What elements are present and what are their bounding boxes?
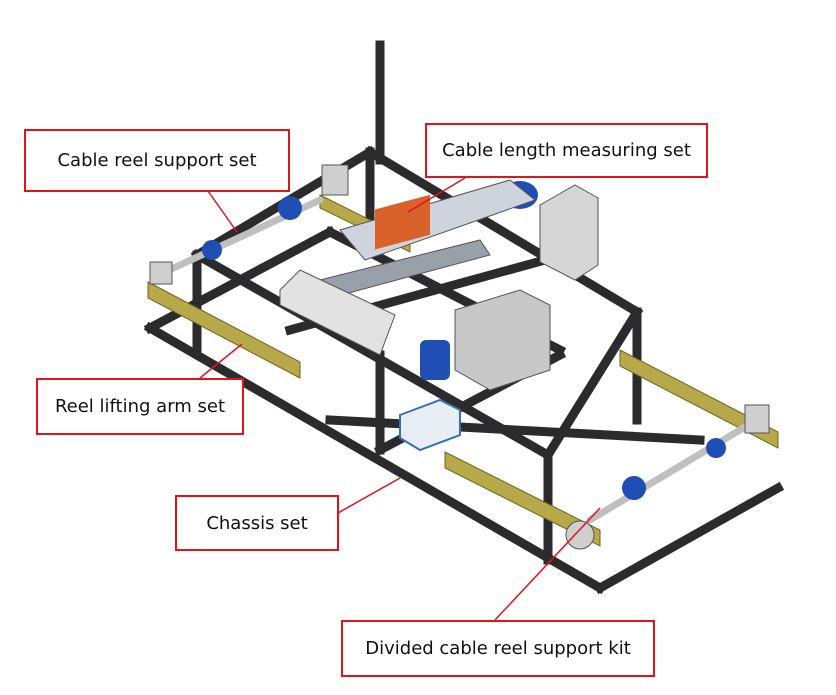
gearbox <box>454 289 551 391</box>
electrical-cabinet <box>539 184 599 281</box>
label-reel-lifting-arm-set: Reel lifting arm set <box>36 378 244 435</box>
label-divided-cable-reel-support-kit: Divided cable reel support kit <box>341 620 655 677</box>
measuring-unit <box>319 179 537 299</box>
label-chassis-set: Chassis set <box>175 495 339 551</box>
control-panel <box>279 269 396 356</box>
label-text: Cable length measuring set <box>442 140 691 161</box>
label-text: Chassis set <box>206 512 308 534</box>
label-cable-length-measuring-set: Cable length measuring set <box>425 123 708 178</box>
hydraulic-unit <box>399 398 461 452</box>
label-text: Cable reel support set <box>57 150 257 171</box>
label-text: Divided cable reel support kit <box>365 638 631 659</box>
label-text: Reel lifting arm set <box>54 396 226 417</box>
label-cable-reel-support-set: Cable reel support set <box>24 129 290 192</box>
